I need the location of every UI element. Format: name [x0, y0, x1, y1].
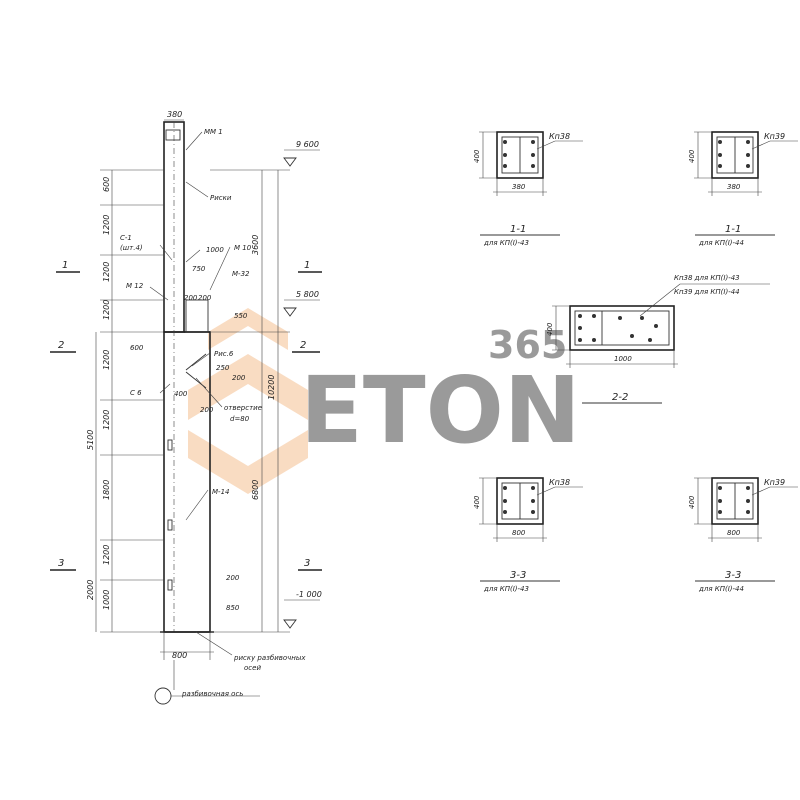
- section-dim-height: 400: [546, 322, 554, 336]
- cut-mark-1-right: 1: [304, 260, 310, 271]
- section-tag: Кп39: [764, 478, 785, 487]
- level-5800: 5 800: [296, 290, 319, 299]
- column-callout-label: 200: [200, 406, 214, 414]
- watermark: ETON 365: [188, 308, 581, 494]
- section-tag-2: Кп39 для КП(I)-44: [674, 288, 740, 296]
- column-callout-label: М 12: [126, 282, 144, 290]
- section-dim-width: 380: [512, 183, 526, 191]
- axis-bubble: [154, 687, 172, 705]
- left-dimensions: 600 1200 1200 1200 1200 1200 1800 1200 1000 5100 2…: [86, 169, 164, 633]
- column-callout-label: 200: [198, 294, 212, 302]
- cut-mark-3-right: 3: [304, 558, 310, 569]
- column-callout-label: С-1: [120, 234, 132, 242]
- section-sublabel: для КП(I)-44: [698, 239, 744, 247]
- section-sublabel: для КП(I)-43: [483, 585, 529, 593]
- column-callout-label: 200: [232, 374, 246, 382]
- left-dim-label: 1000: [102, 590, 111, 610]
- section-4: 400 800 Кп38 3-3 для КП(I)-43: [473, 477, 583, 593]
- section-1: 400 380 Кп38 1-1 для КП(I)-43: [473, 131, 583, 247]
- column-elevation: 800 380: [154, 110, 260, 705]
- cut-mark-2-left: 2: [58, 340, 64, 351]
- level-9600: 9 600: [296, 140, 319, 149]
- left-dim-label: 1200: [102, 410, 111, 430]
- watermark-number: 365: [488, 323, 567, 367]
- column-callout-label: 400: [174, 390, 188, 398]
- section-dim-width: 1000: [614, 355, 632, 363]
- left-dim-label: 1200: [102, 262, 111, 282]
- section-tag: Кп38: [549, 132, 570, 141]
- right-dim-6800: 6800: [251, 480, 260, 500]
- column-callout-label: 550: [234, 312, 248, 320]
- right-dimensions: 3600 10200 6800 9 600 5 800 -1 000: [210, 140, 322, 633]
- section-label: 2-2: [612, 392, 628, 403]
- column-callout-label: отверстие: [224, 404, 262, 412]
- section-label: 3-3: [725, 570, 741, 581]
- column-callout-label: С 6: [130, 389, 142, 397]
- right-dim-10200: 10200: [267, 375, 276, 400]
- section-dim-height: 400: [473, 149, 481, 163]
- column-callout-label: М-14: [212, 488, 229, 496]
- section-sublabel: для КП(I)-43: [483, 239, 529, 247]
- column-callout-label: 250: [216, 364, 230, 372]
- column-callout-label: 600: [130, 344, 144, 352]
- left-dim-label: 600: [102, 177, 111, 192]
- base-width-label: 800: [172, 651, 187, 660]
- cut-mark-3-left: 3: [58, 558, 64, 569]
- column-callout-label: разбивочная ось: [181, 690, 243, 698]
- column-callout-label: Риски: [210, 194, 232, 202]
- cut-marks: 1 1 2 2 3 3: [50, 260, 322, 571]
- column-callout-label: d=80: [230, 415, 250, 423]
- column-callout-label: М 10: [234, 244, 252, 252]
- column-callout-label: (шт.4): [120, 244, 143, 252]
- section-label: 1-1: [725, 224, 741, 235]
- cut-mark-2-right: 2: [300, 340, 306, 351]
- section-dim-width: 380: [727, 183, 741, 191]
- column-callout-label: М-32: [232, 270, 250, 278]
- section-dim-width: 800: [512, 529, 526, 537]
- column-callout-label: осей: [244, 664, 261, 672]
- section-5: 400 800 Кп39 3-3 для КП(I)-44: [688, 477, 798, 593]
- section-tag: Кп38 для КП(I)-43: [674, 274, 740, 282]
- left-dim-label: 1200: [102, 350, 111, 370]
- column-callout-label: 850: [226, 604, 240, 612]
- left-dim-label: 1200: [102, 545, 111, 565]
- section-tag: Кп38: [549, 478, 570, 487]
- left-dim-long-label: 5100: [86, 430, 95, 450]
- section-dim-width: 800: [727, 529, 741, 537]
- left-dim-label: 1800: [102, 480, 111, 500]
- left-dim-labels: 600 1200 1200 1200 1200 1200 1800 1200 1000 5100 2…: [86, 177, 111, 610]
- section-label: 3-3: [510, 570, 526, 581]
- section-dim-height: 400: [688, 495, 696, 509]
- column-callout-label: 200: [184, 294, 198, 302]
- section-tag: Кп39: [764, 132, 785, 141]
- watermark-text: ETON: [300, 357, 581, 464]
- column-callout-label: 1000: [206, 246, 224, 254]
- column-callout-label: 200: [226, 574, 240, 582]
- top-width-label: 380: [167, 110, 182, 119]
- cut-mark-1-left: 1: [62, 260, 68, 271]
- section-label: 1-1: [510, 224, 526, 235]
- section-dim-height: 400: [688, 149, 696, 163]
- level-minus-1000: -1 000: [296, 590, 322, 599]
- left-dim-label: 1200: [102, 300, 111, 320]
- section-sublabel: для КП(I)-44: [698, 585, 744, 593]
- column-callout-label: риску разбивочных: [233, 654, 306, 662]
- section-2: 400 380 Кп39 1-1 для КП(I)-44: [688, 131, 798, 247]
- left-dim-label: 1200: [102, 215, 111, 235]
- right-dim-3600: 3600: [251, 235, 260, 255]
- column-callout-label: 750: [192, 265, 206, 273]
- column-callout-label: Рис.6: [214, 350, 234, 358]
- section-dim-height: 400: [473, 495, 481, 509]
- column-callout-label: ММ 1: [204, 128, 223, 136]
- left-dim-long-label: 2000: [86, 580, 95, 600]
